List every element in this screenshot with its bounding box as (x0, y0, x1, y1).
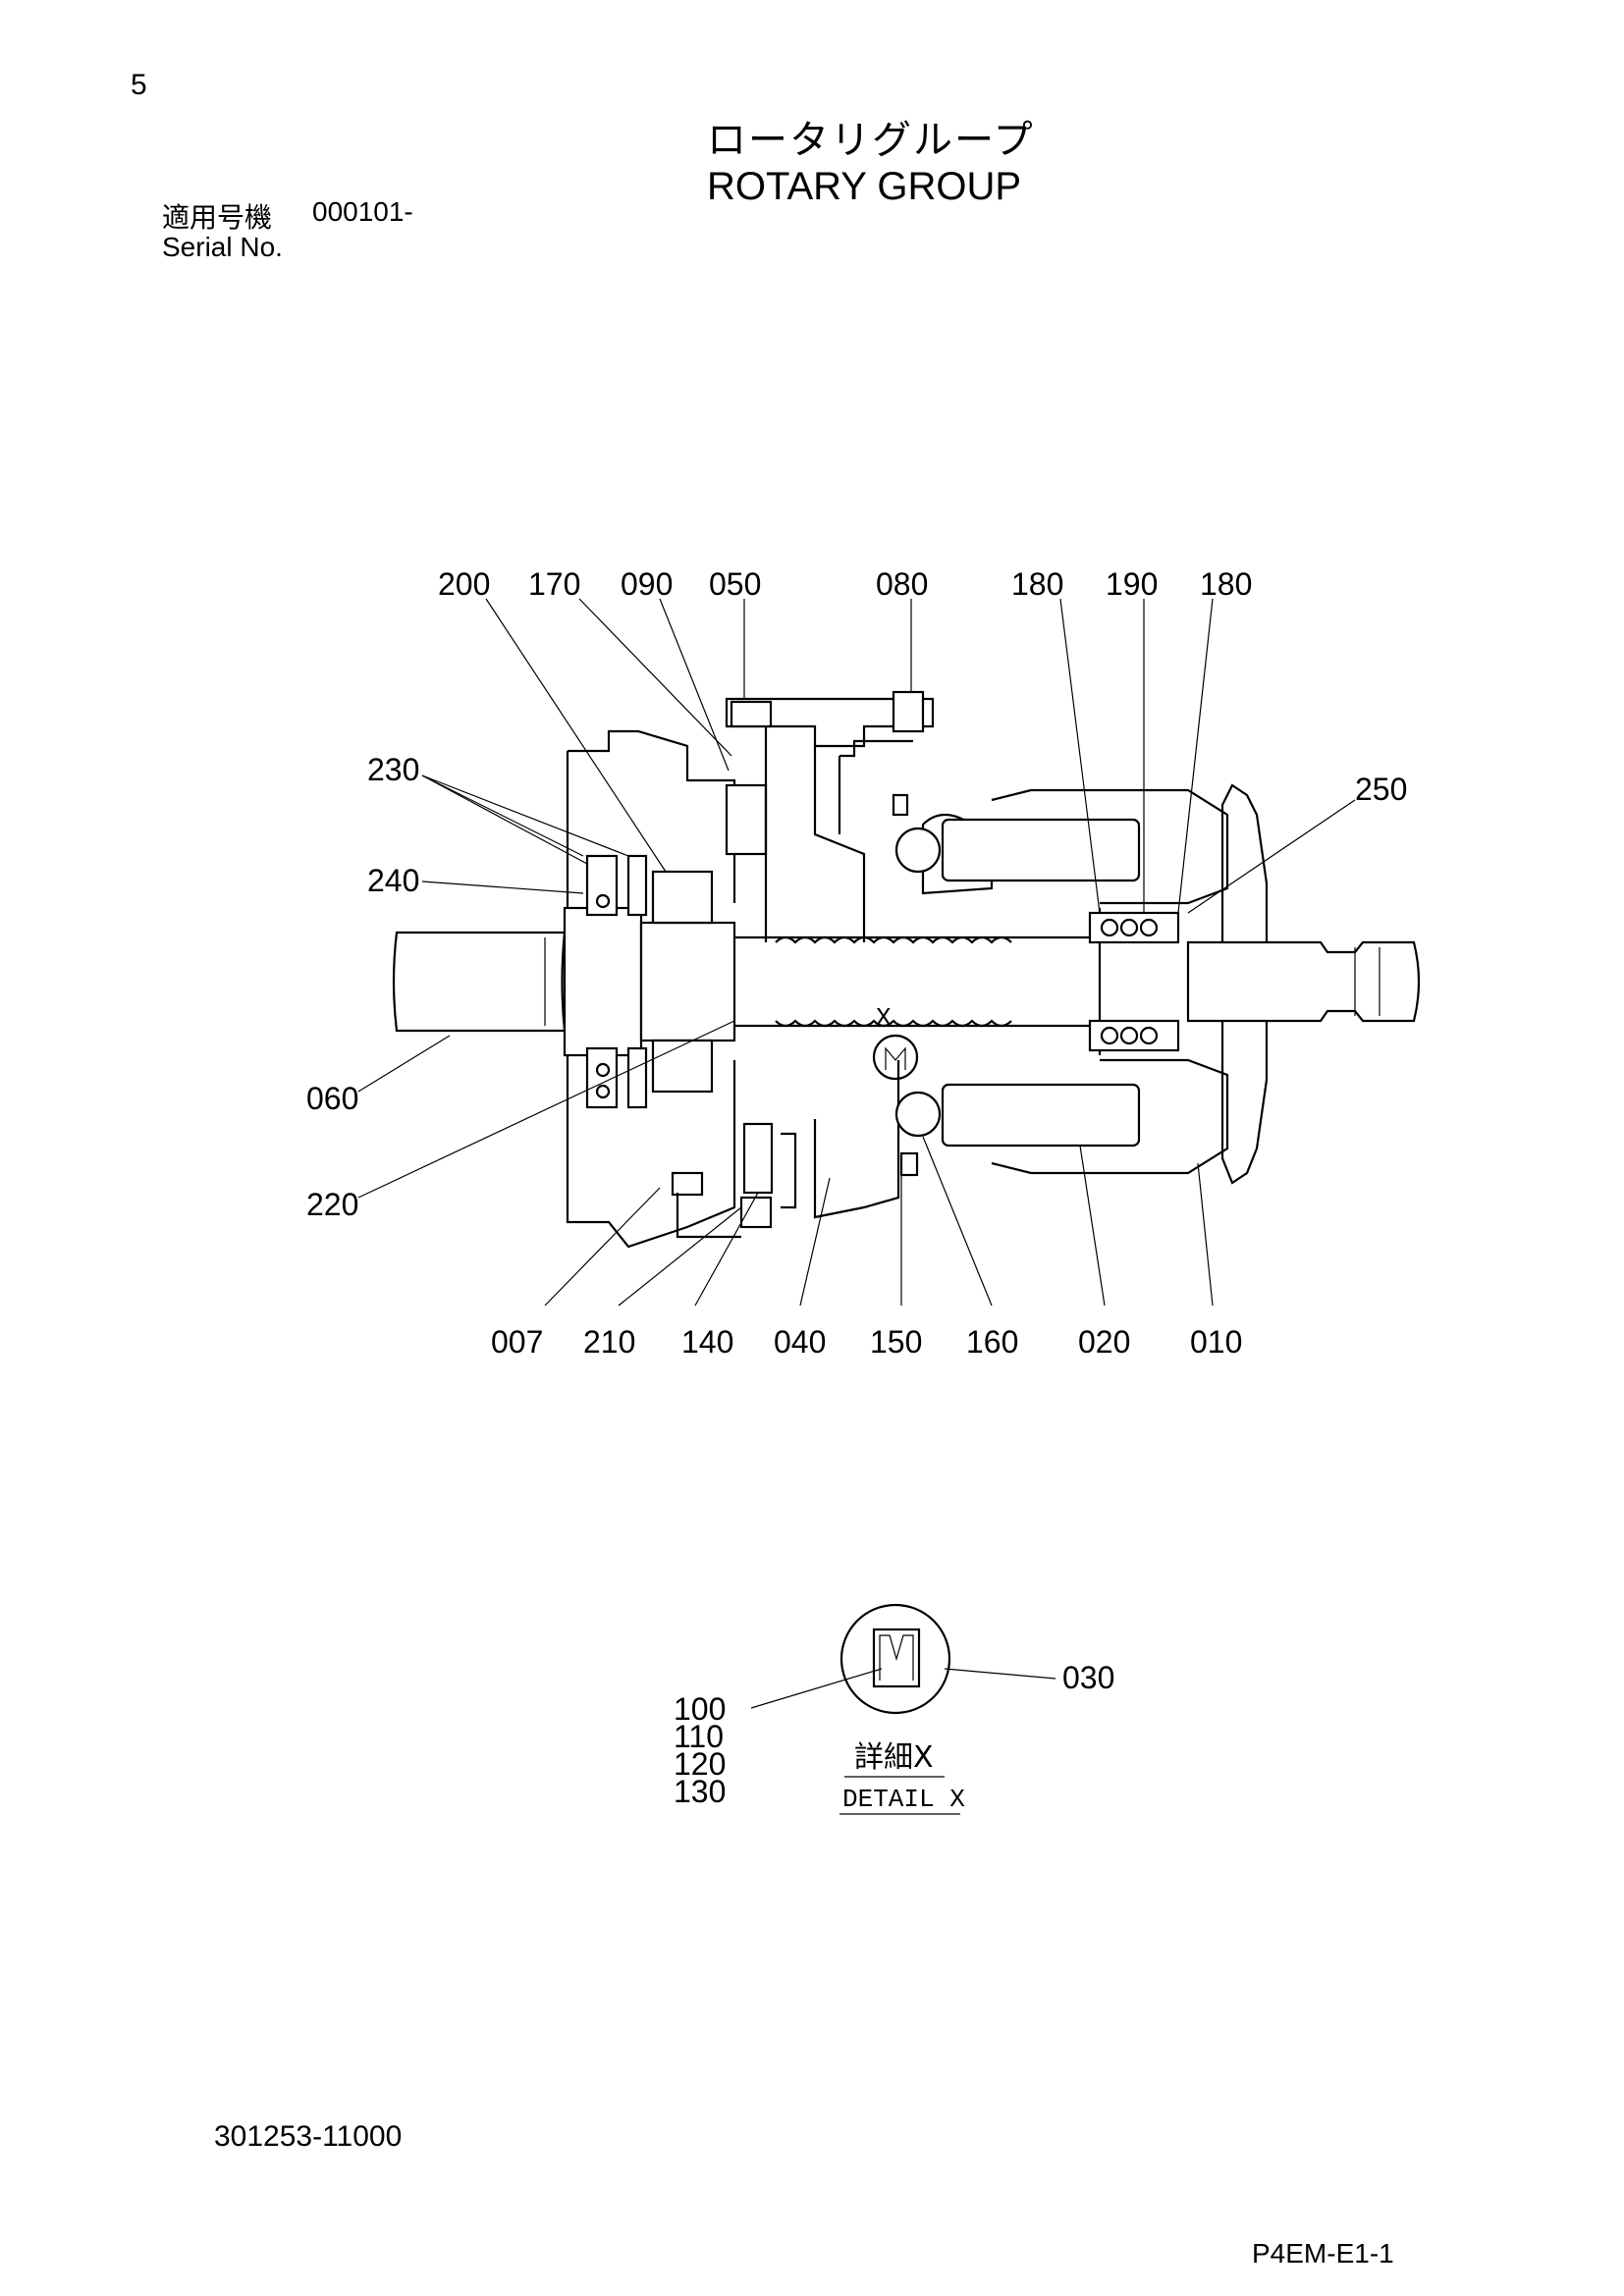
callout-label: 250 (1355, 772, 1407, 807)
center-marker-x: X (876, 1003, 892, 1033)
callout-label: 200 (438, 566, 490, 602)
detail-callout-130: 130 (674, 1774, 726, 1809)
callout-labels: 200 170 090 050 080 180 190 180 230 240 … (306, 566, 1407, 1360)
callout-label: 140 (681, 1324, 733, 1360)
detail-spring (872, 1628, 921, 1688)
detail-label-english: DETAIL X (842, 1785, 965, 1814)
callout-label: 210 (583, 1324, 635, 1360)
callout-label: 010 (1190, 1324, 1242, 1360)
callout-label: 060 (306, 1081, 358, 1116)
detail-circle (839, 1603, 951, 1715)
callout-label: 220 (306, 1187, 358, 1222)
detail-label-japanese: 詳細X (854, 1740, 934, 1775)
callout-label: 240 (367, 863, 419, 898)
callout-label: 190 (1106, 566, 1158, 602)
assembly-drawing: X (392, 690, 1421, 1249)
page-code: P4EM-E1-1 (1252, 2238, 1394, 2269)
serial-number-value: 000101- (312, 196, 413, 227)
callout-label: 050 (709, 566, 761, 602)
callout-label: 230 (367, 752, 419, 787)
detail-callout-030: 030 (1062, 1660, 1114, 1695)
drawing-number: 301253-11000 (214, 2120, 403, 2153)
callout-label: 150 (870, 1324, 922, 1360)
callout-label: 170 (528, 566, 580, 602)
callout-label: 090 (621, 566, 673, 602)
leader-lines (357, 598, 1356, 1307)
serial-label-japanese: 適用号機 (162, 201, 273, 234)
callout-label: 180 (1011, 566, 1063, 602)
callout-label: 020 (1078, 1324, 1130, 1360)
serial-label-english: Serial No. (162, 232, 283, 262)
callout-label: 080 (876, 566, 928, 602)
detail-x: 030 100 110 120 130 詳細X DETAIL X (674, 1603, 1114, 1815)
detail-callout-110: 110 (674, 1719, 724, 1754)
title-english: ROTARY GROUP (707, 165, 1022, 208)
callout-label: 040 (774, 1324, 826, 1360)
callout-label: 160 (966, 1324, 1018, 1360)
callout-label: 007 (491, 1324, 543, 1360)
callout-label: 180 (1200, 566, 1252, 602)
title-japanese: ロータリグループ (707, 118, 1035, 163)
detail-callout-120: 120 (674, 1746, 726, 1782)
page-number: 5 (131, 69, 147, 101)
detail-callout-100: 100 (674, 1691, 726, 1727)
